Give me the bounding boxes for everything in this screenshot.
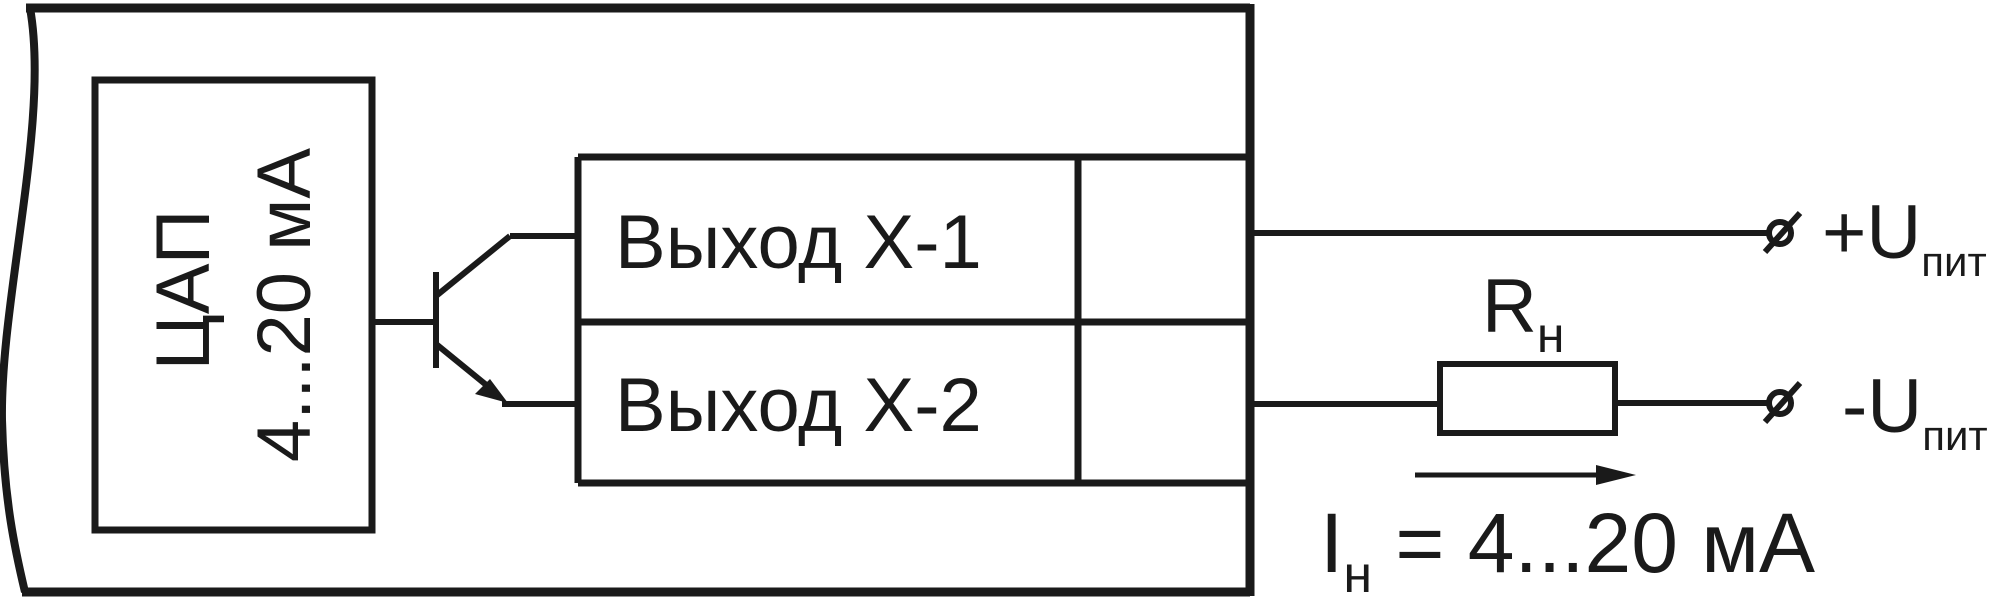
terminal-minus-icon bbox=[1762, 380, 1803, 425]
output-x1-label: Выход X-1 bbox=[615, 200, 982, 285]
minus-supply-label: -Uпит bbox=[1842, 364, 1988, 459]
terminal-plus-icon bbox=[1762, 210, 1803, 255]
dac-label: ЦАП bbox=[141, 210, 226, 371]
load-resistor-label: Rн bbox=[1482, 264, 1565, 363]
load-current-label: Iн = 4...20 мА bbox=[1320, 496, 1815, 604]
device-housing bbox=[0, 3, 1255, 597]
plus-supply-line: +Uпит bbox=[1254, 190, 1987, 285]
dac-block: ЦАП 4...20 мА bbox=[91, 76, 376, 534]
load-resistor-icon bbox=[1437, 361, 1618, 436]
current-arrow-icon bbox=[1415, 465, 1636, 485]
transistor-symbol bbox=[372, 233, 578, 407]
minus-supply-line: -Uпит bbox=[1254, 361, 1988, 459]
dac-range-label: 4...20 мА bbox=[242, 148, 327, 463]
output-block: Выход X-1 Выход X-2 bbox=[574, 153, 1250, 487]
output-x2-label: Выход X-2 bbox=[615, 363, 982, 448]
plus-supply-label: +Uпит bbox=[1822, 190, 1987, 285]
emitter-arrow-icon bbox=[475, 379, 508, 403]
